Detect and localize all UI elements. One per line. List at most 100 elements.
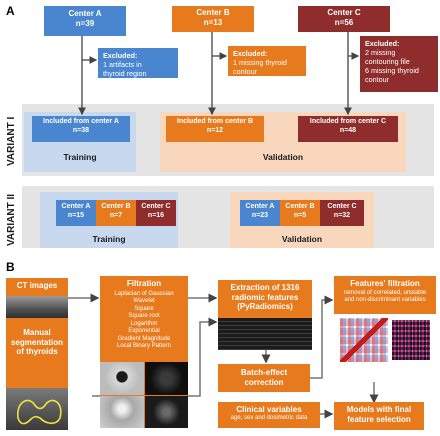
ct-images-title: CT images <box>16 281 58 290</box>
center-a-box: Center A n=39 <box>44 6 126 36</box>
v2-train-a-title: Center A <box>61 203 91 210</box>
filter-6: Gradient Magnitude <box>117 335 171 342</box>
features-filtration-desc2: and non-discriminant variables <box>344 297 426 304</box>
v2-train-c: Center C n=16 <box>136 200 176 226</box>
manual-segmentation-box: Manual segmentation of thyroids <box>6 318 68 388</box>
features-filtration-title: Features' filtration <box>350 279 420 288</box>
filtered-image-3 <box>100 395 144 428</box>
center-b-title: Center B <box>196 8 230 17</box>
filtered-image-4 <box>144 395 188 428</box>
features-filtration-box: Features' filtration removal of correlat… <box>334 276 436 314</box>
center-c-title: Center C <box>327 8 361 17</box>
v2-train-b-n: n=7 <box>109 211 123 219</box>
batch-line2: correction <box>244 377 284 387</box>
v2-val-c-title: Center C <box>327 203 357 210</box>
center-a-n: n=39 <box>75 19 95 28</box>
filtration-title: Filtration <box>126 279 162 288</box>
v2-val-a: Center A n=23 <box>240 200 280 226</box>
filter-1: Wavelet <box>133 298 155 305</box>
excluded-c-line1: 2 missing <box>365 48 396 57</box>
filter-5: Exponential <box>128 328 160 335</box>
clustered-heatmap <box>392 320 430 360</box>
center-a-title: Center A <box>68 9 102 18</box>
excluded-c-line4: contour <box>365 75 389 84</box>
manual-seg-line3: of thyroids <box>16 347 58 357</box>
filter-3: Square root <box>128 313 160 320</box>
included-b-title: Included from center B <box>176 118 254 125</box>
excluded-c-line2: contouring file <box>365 57 410 66</box>
batch-effect-box: Batch-effect correction <box>218 364 310 392</box>
excluded-c-title: Excluded: <box>365 39 400 48</box>
correlation-heatmap <box>340 318 388 362</box>
excluded-a-line1: 1 artifacts in <box>103 60 142 69</box>
manual-seg-line2: segmentation <box>10 337 63 347</box>
included-a-n: n=38 <box>72 126 90 134</box>
manual-seg-line1: Manual <box>23 328 51 337</box>
extraction-box: Extraction of 1316 radiomic features (Py… <box>218 280 312 318</box>
included-b-box: Included from center B n=12 <box>166 116 264 142</box>
thyroid-contour <box>17 399 62 425</box>
included-c-title: Included from center C <box>309 118 387 125</box>
variant2-validation-label: Validation <box>281 234 323 244</box>
extraction-line1: Extraction of 1316 <box>230 283 300 292</box>
panel-a-label: A <box>6 4 15 18</box>
segmentation-thumbnail <box>6 388 68 430</box>
v2-train-c-title: Center C <box>141 203 171 210</box>
filtration-box: Filtration Laplacian of Gaussian Wavelet… <box>100 276 188 362</box>
filter-0: Laplacian of Gaussian <box>114 290 174 297</box>
extraction-line3: (PyRadiomics) <box>237 302 293 312</box>
center-b-n: n=13 <box>203 18 223 27</box>
models-line1: Models with final <box>346 405 412 414</box>
excluded-a-line2: thyroid region <box>103 69 147 78</box>
ct-image-thumbnail <box>6 296 68 320</box>
v2-val-b: Center B n=5 <box>280 200 320 226</box>
v2-train-b-title: Center B <box>101 203 131 210</box>
models-line2: feature selection <box>347 414 411 424</box>
v2-train-c-n: n=16 <box>147 211 165 219</box>
filtered-images-grid <box>100 362 188 428</box>
excluded-b-title: Excluded: <box>233 49 268 58</box>
filter-7: Local Binary Pattern <box>116 343 172 350</box>
included-c-n: n=48 <box>339 126 357 134</box>
center-c-box: Center C n=56 <box>298 6 390 32</box>
v2-train-b: Center B n=7 <box>96 200 136 226</box>
batch-line1: Batch-effect <box>240 368 288 377</box>
ct-images-box: CT images <box>6 278 68 296</box>
v2-val-a-n: n=23 <box>251 211 269 219</box>
variant1-validation-label: Validation <box>262 152 304 162</box>
filter-4: Logarithm <box>130 320 158 327</box>
filter-2: Square <box>134 305 154 312</box>
center-b-box: Center B n=13 <box>172 6 254 32</box>
features-filtration-desc1: removal of correlated, unstable <box>343 289 427 296</box>
excluded-a-box: Excluded: 1 artifacts in thyroid region <box>98 48 178 78</box>
excluded-b-box: Excluded: 1 missing thyroid contour <box>228 46 306 76</box>
included-c-box: Included from center C n=48 <box>298 116 398 142</box>
v2-val-a-title: Center A <box>245 203 275 210</box>
clinical-title: Clinical variables <box>236 405 302 414</box>
variant2-training-label: Training <box>92 234 126 244</box>
v2-train-a-n: n=15 <box>67 211 85 219</box>
v2-val-b-n: n=5 <box>293 211 307 219</box>
excluded-c-line3: 6 missing thyroid <box>365 66 419 75</box>
included-a-title: Included from center A <box>43 118 119 125</box>
included-a-box: Included from center A n=38 <box>32 116 130 142</box>
feature-table-thumbnail <box>218 318 312 350</box>
models-box: Models with final feature selection <box>334 402 424 430</box>
panel-b-label: B <box>6 260 15 274</box>
clinical-variables-box: Clinical variables age, sex and dosimetr… <box>218 402 320 428</box>
variant1-training-label: Training <box>63 152 97 162</box>
excluded-b-line1: 1 missing thyroid <box>233 58 287 67</box>
v2-train-a: Center A n=15 <box>56 200 96 226</box>
v2-val-c-n: n=32 <box>333 211 351 219</box>
filtered-image-1 <box>100 362 144 395</box>
center-c-n: n=56 <box>334 18 354 27</box>
extraction-line2: radiomic features <box>231 292 299 302</box>
included-b-n: n=12 <box>206 126 224 134</box>
excluded-c-box: Excluded: 2 missing contouring file 6 mi… <box>360 36 438 92</box>
v2-val-b-title: Center B <box>285 203 315 210</box>
filtered-image-2 <box>144 362 188 395</box>
excluded-a-title: Excluded: <box>103 51 138 60</box>
excluded-b-line2: contour <box>233 67 257 76</box>
clinical-desc: age, sex and dosimetric data <box>230 414 308 421</box>
v2-val-c: Center C n=32 <box>320 200 364 226</box>
